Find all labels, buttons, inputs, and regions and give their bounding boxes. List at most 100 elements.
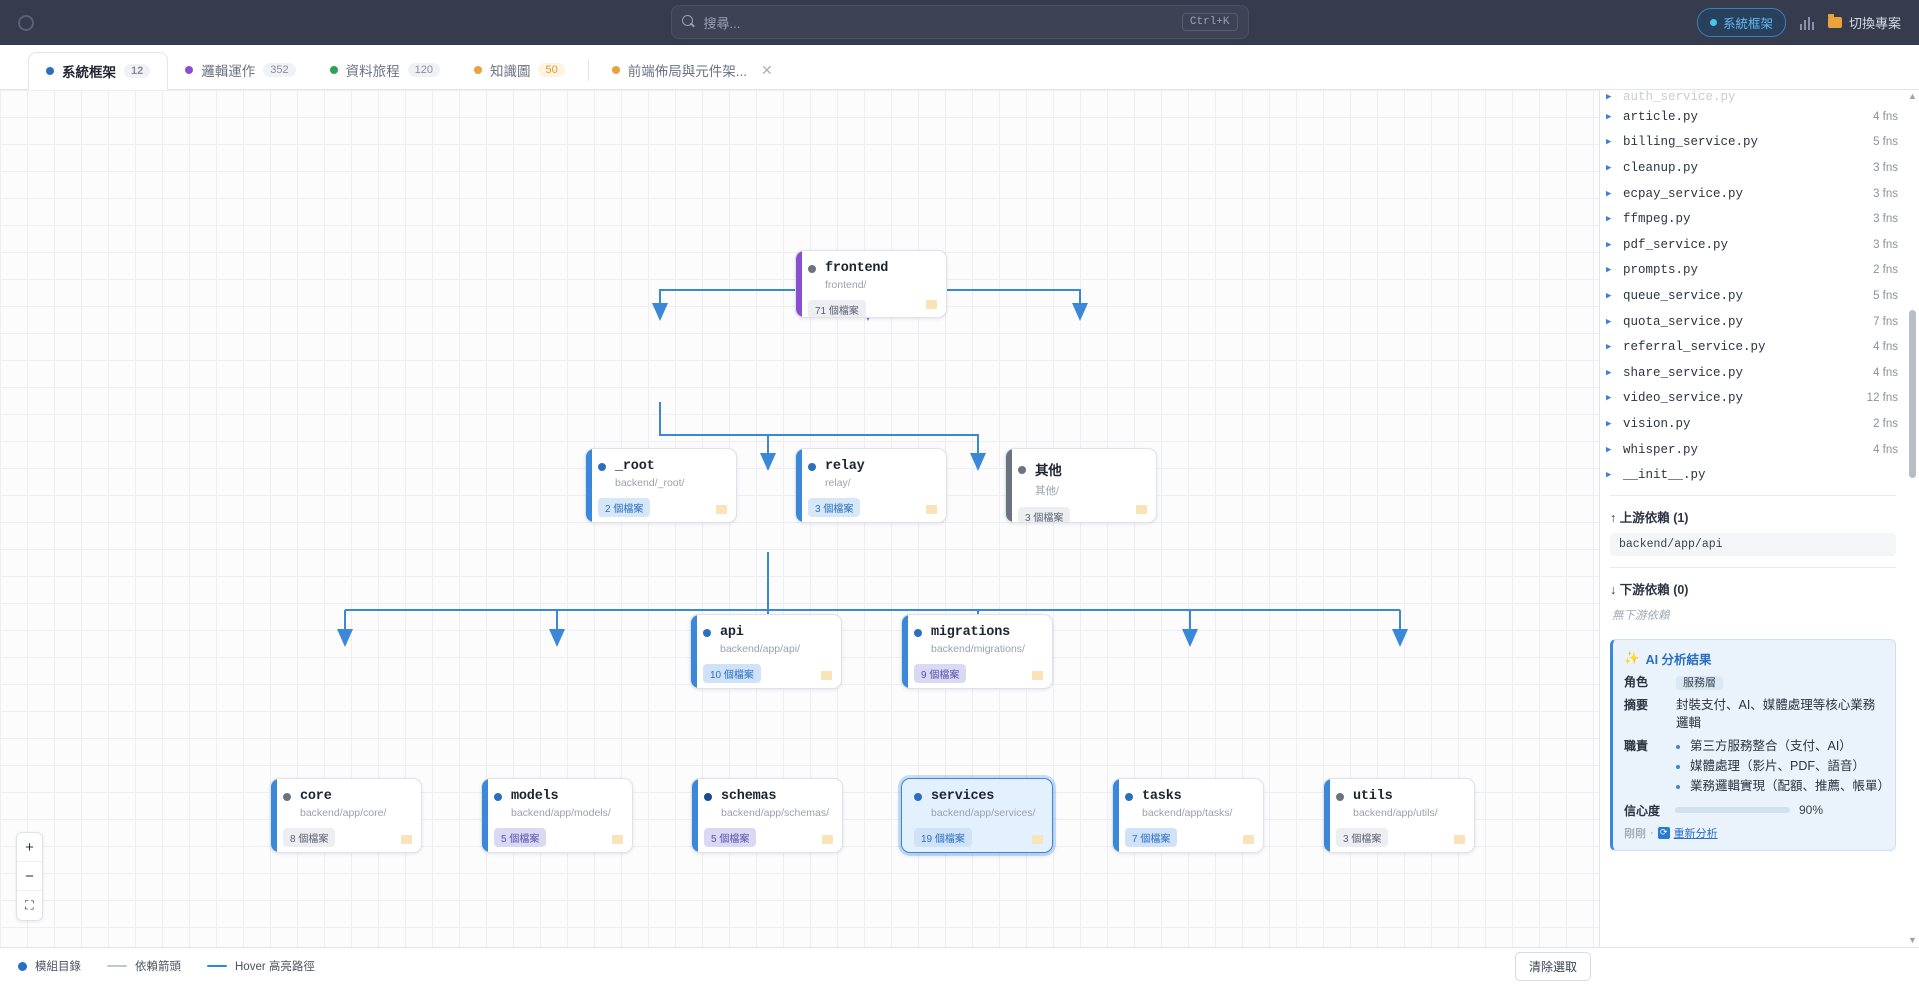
node-name: utils [1353, 789, 1393, 804]
list-item[interactable]: ▶ quota_service.py 7 fns [1600, 309, 1906, 335]
legend-item-dependency-arrow: 依賴箭頭 [107, 958, 181, 974]
switch-project-button[interactable]: 切換專案 [1827, 13, 1901, 32]
ai-summary-row: 摘要 封裝支付、AI、媒體處理等核心業務邏輯 [1624, 696, 1884, 734]
node-accent-bar [1324, 779, 1330, 852]
list-item[interactable]: ▶ ecpay_service.py 3 fns [1600, 181, 1906, 207]
chevron-right-icon: ▶ [1606, 265, 1612, 276]
legend-label: 依賴箭頭 [135, 961, 181, 973]
fit-to-screen-button[interactable]: ⛶ [25, 898, 34, 912]
tab-label: 系統框架 [62, 65, 116, 80]
file-name: whisper.py [1623, 442, 1699, 457]
panel-scrollbar[interactable]: ▲ ▼ [1908, 92, 1917, 945]
list-item[interactable]: ▶ auth_service.py [1600, 90, 1906, 104]
node-file-count-badge: 19 個檔案 [914, 828, 972, 847]
file-name: queue_service.py [1623, 288, 1744, 303]
file-name: ecpay_service.py [1623, 186, 1744, 201]
ai-confidence-bar [1675, 807, 1790, 814]
list-item[interactable]: ▶ referral_service.py 4 fns [1600, 334, 1906, 360]
refresh-icon[interactable]: ⟳ [1657, 826, 1670, 839]
clear-selection-button[interactable]: 清除選取 [1514, 951, 1591, 981]
chevron-right-icon: ▶ [1606, 239, 1612, 250]
node-folder-corner-icon [926, 505, 937, 514]
search-icon [681, 15, 696, 29]
node-path: frontend/ [825, 279, 867, 291]
graph-node-models[interactable]: models backend/app/models/ 5 個檔案 [481, 778, 633, 853]
graph-node-schemas[interactable]: schemas backend/app/schemas/ 5 個檔案 [691, 778, 843, 853]
chevron-right-icon: ▶ [1606, 137, 1612, 148]
graph-node-migrations[interactable]: migrations backend/migrations/ 9 個檔案 [901, 614, 1053, 689]
list-item[interactable]: ▶ whisper.py 4 fns [1600, 437, 1906, 463]
legend-item-hover-path: Hover 高亮路徑 [207, 958, 315, 974]
downstream-empty-text: 無下游依賴 [1612, 609, 1670, 622]
tab-label: 前端佈局與元件架... [627, 64, 747, 79]
zoom-controls: + − ⛶ [16, 832, 43, 921]
search-input[interactable]: 搜尋... Ctrl+K [670, 5, 1249, 39]
tab-dot [185, 66, 194, 74]
tab-logic-flow[interactable]: 邏輯運作 352 [168, 51, 312, 89]
node-title: _root [598, 459, 724, 474]
file-name: share_service.py [1623, 365, 1744, 380]
chevron-right-icon: ▶ [1606, 290, 1612, 301]
bottom-legend-bar: 模組目錄 依賴箭頭 Hover 高亮路徑 清除選取 [0, 947, 1919, 984]
zoom-out-button[interactable]: − [17, 862, 42, 891]
section-divider [1610, 494, 1896, 496]
bar-chart-icon[interactable] [1799, 16, 1814, 30]
list-item[interactable]: ▶ billing_service.py 5 fns [1600, 130, 1906, 156]
node-title: migrations [914, 625, 1040, 640]
node-path: backend/app/schemas/ [721, 807, 829, 819]
list-item[interactable]: ▶ pdf_service.py 3 fns [1600, 232, 1906, 258]
graph-node-core[interactable]: core backend/app/core/ 8 個檔案 [270, 778, 422, 853]
node-folder-corner-icon [1243, 835, 1254, 844]
tab-dot [611, 66, 620, 74]
scrollbar-thumb[interactable] [1909, 310, 1916, 478]
node-title: core [283, 789, 409, 804]
graph-node-root[interactable]: _root backend/_root/ 2 個檔案 [585, 448, 737, 523]
node-path: backend/app/api/ [720, 643, 800, 655]
list-item[interactable]: ▶ share_service.py 4 fns [1600, 360, 1906, 386]
upstream-dep-item[interactable]: backend/app/api [1610, 532, 1896, 556]
graph-node-tasks[interactable]: tasks backend/app/tasks/ 7 個檔案 [1112, 778, 1264, 853]
mode-pill-system-framework[interactable]: 系統框架 [1696, 8, 1786, 37]
node-accent-bar [482, 779, 488, 852]
zoom-in-button[interactable]: + [17, 833, 42, 862]
list-item[interactable]: ▶ ffmpeg.py 3 fns [1600, 206, 1906, 232]
node-accent-bar [692, 779, 698, 852]
reanalyze-link[interactable]: 重新分析 [1673, 827, 1718, 840]
tab-data-journey[interactable]: 資料旅程 120 [313, 51, 457, 89]
list-item[interactable]: ▶ cleanup.py 3 fns [1600, 155, 1906, 181]
list-item[interactable]: ▶ queue_service.py 5 fns [1600, 283, 1906, 309]
graph-node-relay[interactable]: relay relay/ 3 個檔案 [795, 448, 947, 523]
node-accent-bar [796, 251, 802, 317]
graph-node-services[interactable]: services backend/app/services/ 19 個檔案 [901, 778, 1053, 853]
tab-system-framework[interactable]: 系統框架 12 [28, 52, 169, 90]
scroll-down-arrow-icon[interactable]: ▼ [1908, 935, 1917, 945]
scrollbar-track[interactable] [1908, 92, 1917, 945]
graph-node-utils[interactable]: utils backend/app/utils/ 3 個檔案 [1323, 778, 1475, 853]
ai-role-row: 角色 服務層 [1624, 673, 1884, 692]
node-folder-corner-icon [716, 505, 727, 514]
list-item[interactable]: ▶ video_service.py 12 fns [1600, 386, 1906, 412]
graph-node-api[interactable]: api backend/app/api/ 10 個檔案 [690, 614, 842, 689]
list-item[interactable]: ▶ __init__.py [1600, 462, 1906, 488]
ai-footer: 剛剛 · ⟳ 重新分析 [1624, 825, 1884, 841]
node-title: 其他 [1018, 459, 1144, 480]
list-item[interactable]: ▶ prompts.py 2 fns [1600, 258, 1906, 284]
tab-label: 知識圖 [489, 64, 531, 79]
list-item[interactable]: ▶ article.py 4 fns [1600, 104, 1906, 130]
file-name: __init__.py [1623, 468, 1706, 483]
tab-close-icon[interactable]: ✕ [760, 61, 773, 78]
graph-node-other[interactable]: 其他 其他/ 3 個檔案 [1005, 448, 1157, 523]
node-accent-bar [902, 615, 908, 688]
scroll-up-arrow-icon[interactable]: ▲ [1908, 91, 1917, 101]
graph-canvas[interactable]: frontend frontend/ 71 個檔案 _root backend/… [0, 90, 1599, 947]
file-fn-count: 4 fns [1873, 341, 1898, 354]
node-file-count-badge: 3 個檔案 [1018, 507, 1071, 522]
graph-node-frontend[interactable]: frontend frontend/ 71 個檔案 [795, 250, 947, 318]
list-item[interactable]: ▶ vision.py 2 fns [1600, 411, 1906, 437]
file-list[interactable]: ▶ auth_service.py ▶ article.py 4 fns ▶ b… [1600, 90, 1919, 947]
tab-knowledge-graph[interactable]: 知識圖 50 [457, 51, 582, 89]
tab-frontend-layout[interactable]: 前端佈局與元件架... ✕ [595, 51, 790, 89]
node-file-count-badge: 5 個檔案 [704, 828, 757, 847]
file-fn-count: 3 fns [1873, 161, 1898, 174]
